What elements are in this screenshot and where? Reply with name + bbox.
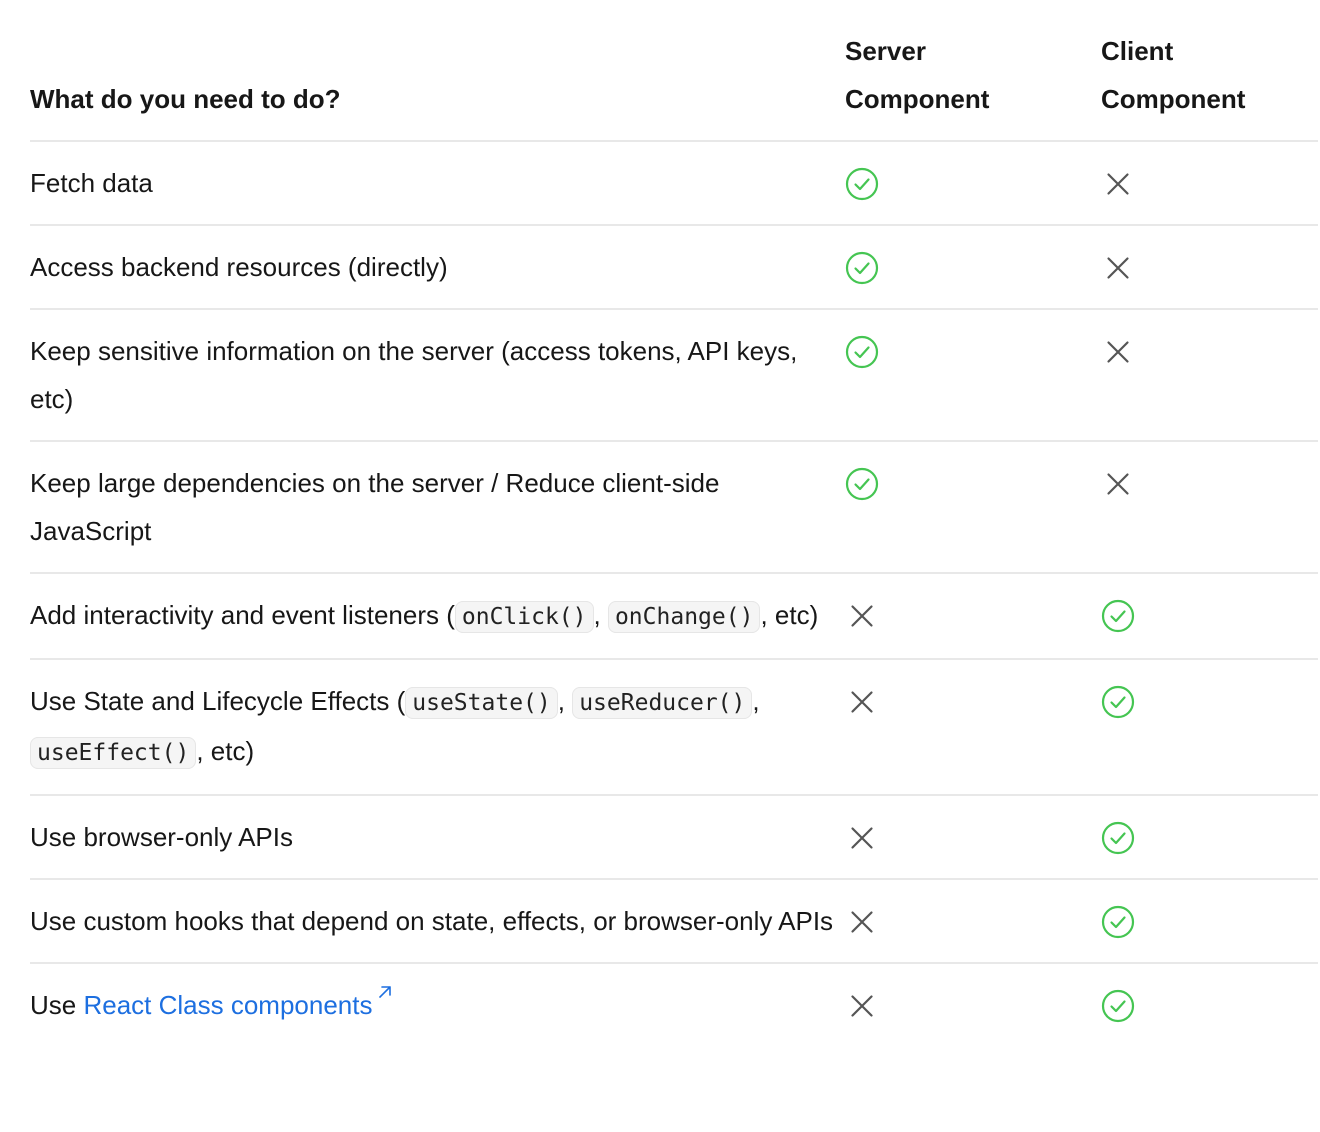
x-icon [1107,341,1129,363]
check-circle-icon [845,467,879,501]
x-icon [851,995,873,1017]
task-cell: Fetch data [30,142,845,224]
task-text: Fetch data [30,168,153,198]
client-support-cell [1101,880,1318,962]
check-circle-icon [845,167,879,201]
task-text: Keep large dependencies on the server / … [30,468,720,546]
client-support-cell [1101,226,1318,308]
task-text: Use State and Lifecycle Effects ( [30,686,406,716]
task-text: Use custom hooks that depend on state, e… [30,906,834,936]
header-task: What do you need to do? [30,84,341,114]
task-cell: Keep large dependencies on the server / … [30,442,845,572]
server-support-cell [845,142,1101,224]
table-row: Keep sensitive information on the server… [30,310,1318,442]
x-icon [1107,473,1129,495]
task-text: , [557,686,573,716]
code-snippet: useEffect() [30,737,197,769]
task-text: , etc) [196,736,255,766]
server-support-cell [845,442,1101,572]
task-text: Use browser-only APIs [30,822,293,852]
x-icon [1107,257,1129,279]
x-icon [851,827,873,849]
task-text: Access backend resources (directly) [30,252,448,282]
table-row: Use custom hooks that depend on state, e… [30,880,1318,964]
table-row: Use React Class components [30,964,1318,1046]
task-cell: Use State and Lifecycle Effects (useStat… [30,660,845,794]
header-server-component: Server Component [845,27,1101,140]
table-row: Access backend resources (directly) [30,226,1318,310]
task-text: , etc) [760,600,819,630]
header-server-line2: Component [845,84,990,114]
check-circle-icon [1101,989,1135,1023]
x-icon [851,605,873,627]
client-support-cell [1101,796,1318,878]
check-circle-icon [845,251,879,285]
header-client-component: Client Component [1101,27,1318,140]
code-snippet: useReducer() [572,687,753,719]
task-text: Add interactivity and event listeners ( [30,600,455,630]
task-text: Use [30,990,84,1020]
table-header: What do you need to do? Server Component… [30,0,1318,142]
server-support-cell [845,310,1101,440]
x-icon [1107,173,1129,195]
client-support-cell [1101,574,1318,658]
comparison-table: What do you need to do? Server Component… [30,0,1318,1046]
check-circle-icon [1101,821,1135,855]
server-support-cell [845,964,1101,1046]
check-circle-icon [845,335,879,369]
task-cell: Add interactivity and event listeners (o… [30,574,845,658]
client-support-cell [1101,660,1318,794]
check-circle-icon [1101,685,1135,719]
server-support-cell [845,660,1101,794]
react-class-components-link[interactable]: React Class components [83,986,392,1020]
task-text: , [752,686,760,716]
task-cell: Use browser-only APIs [30,796,845,878]
code-snippet: onChange() [607,601,761,633]
table-row: Fetch data [30,142,1318,226]
table-row: Add interactivity and event listeners (o… [30,574,1318,660]
task-cell: Use custom hooks that depend on state, e… [30,880,845,962]
client-support-cell [1101,442,1318,572]
check-circle-icon [1101,599,1135,633]
server-support-cell [845,574,1101,658]
table-row: Use State and Lifecycle Effects (useStat… [30,660,1318,796]
x-icon [851,911,873,933]
task-text: Keep sensitive information on the server… [30,336,798,414]
check-circle-icon [1101,905,1135,939]
task-cell: Keep sensitive information on the server… [30,310,845,440]
link-label: React Class components [83,990,373,1020]
server-support-cell [845,226,1101,308]
task-cell: Use React Class components [30,964,845,1046]
client-support-cell [1101,142,1318,224]
code-snippet: useState() [405,687,558,719]
x-icon [851,691,873,713]
header-client-line2: Component [1101,84,1246,114]
table-row: Use browser-only APIs [30,796,1318,880]
client-support-cell [1101,964,1318,1046]
table-row: Keep large dependencies on the server / … [30,442,1318,574]
task-cell: Access backend resources (directly) [30,226,845,308]
code-snippet: onClick() [454,601,594,633]
server-support-cell [845,796,1101,878]
server-support-cell [845,880,1101,962]
task-text: , [593,600,608,630]
client-support-cell [1101,310,1318,440]
external-link-icon [378,986,391,998]
header-server-line1: Server [845,36,926,66]
header-client-line1: Client [1101,36,1174,66]
